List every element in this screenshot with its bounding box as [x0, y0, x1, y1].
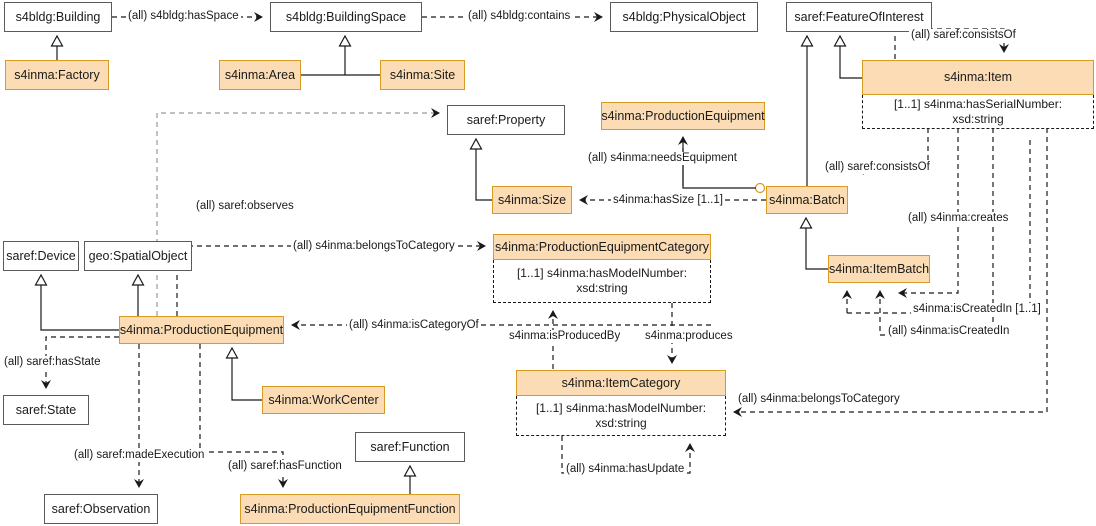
class-node-label: s4inma:ProductionEquipment	[601, 102, 765, 130]
edge-label-belongstocategory_pe: (all) s4inma:belongsToCategory	[291, 240, 457, 253]
class-node-label: saref:Property	[447, 105, 565, 135]
class-node-prodequip_top[interactable]: s4inma:ProductionEquipment	[601, 102, 765, 130]
class-node-label: s4inma:Factory	[5, 60, 109, 90]
edge-label-contains: (all) s4bldg:contains	[466, 10, 573, 23]
class-node-size[interactable]: s4inma:Size	[492, 186, 572, 214]
class-node-attribute: [1..1] s4inma:hasModelNumber: xsd:string	[516, 396, 726, 436]
class-node-label: saref:Function	[355, 432, 465, 462]
assoc-prodequip-observes-property	[156, 108, 440, 316]
class-node-spatialobject[interactable]: geo:SpatialObject	[84, 241, 192, 271]
class-node-property[interactable]: saref:Property	[447, 105, 565, 135]
edge-label-consistsof_batch: (all) saref:consistsOf	[823, 161, 932, 174]
edge-label-consistsof_item: (all) saref:consistsOf	[909, 29, 1018, 42]
batch-composition-diamond	[682, 148, 766, 194]
class-node-label: s4inma:Batch	[766, 186, 848, 214]
generalization-item-featureofinterest	[833, 34, 862, 79]
class-node-itembatch[interactable]: s4inma:ItemBatch	[828, 255, 930, 283]
edge-label-hasfunction: (all) saref:hasFunction	[226, 460, 344, 473]
class-node-attribute: [1..1] s4inma:hasSerialNumber: xsd:strin…	[862, 95, 1094, 129]
edge-label-iscreatedin_11: s4inma:isCreatedIn [1..1]	[911, 303, 1043, 316]
class-node-label: saref:Observation	[44, 494, 158, 524]
class-node-observation[interactable]: saref:Observation	[44, 494, 158, 524]
class-node-prodequip_main[interactable]: s4inma:ProductionEquipment	[119, 316, 284, 344]
class-node-label: s4bldg:BuildingSpace	[270, 2, 422, 32]
generalization-size-property	[469, 137, 492, 201]
class-node-label: s4inma:Site	[380, 60, 465, 90]
class-node-device[interactable]: saref:Device	[3, 241, 79, 271]
class-node-building[interactable]: s4bldg:Building	[4, 2, 112, 32]
class-node-label: s4bldg:PhysicalObject	[610, 2, 758, 32]
class-node-label: s4inma:ItemBatch	[828, 255, 930, 283]
class-node-factory[interactable]: s4inma:Factory	[5, 60, 109, 90]
class-node-featureofinterest[interactable]: saref:FeatureOfInterest	[786, 2, 932, 32]
class-node-buildingspace[interactable]: s4bldg:BuildingSpace	[270, 2, 422, 32]
class-node-label: s4bldg:Building	[4, 2, 112, 32]
class-node-label: s4inma:Area	[219, 60, 301, 90]
edge-label-hasstate: (all) saref:hasState	[2, 356, 103, 369]
class-node-itemcategory[interactable]: s4inma:ItemCategory[1..1] s4inma:hasMode…	[516, 370, 726, 436]
edge-label-iscreatedin_all: (all) s4inma:isCreatedIn	[886, 325, 1012, 338]
class-node-site[interactable]: s4inma:Site	[380, 60, 465, 90]
class-node-label: s4inma:ProductionEquipmentCategory	[493, 234, 711, 260]
assoc-item-belongstocategory-itemcategory	[733, 128, 1048, 417]
class-node-workcenter[interactable]: s4inma:WorkCenter	[262, 386, 385, 414]
edge-label-observes: (all) saref:observes	[194, 200, 296, 213]
edge-label-hasupdate: (all) s4inma:hasUpdate	[564, 463, 687, 476]
class-node-prodequipfunc[interactable]: s4inma:ProductionEquipmentFunction	[240, 494, 460, 524]
generalization-prodequip-device	[34, 273, 119, 331]
assoc-batch-creates-itembatch	[898, 128, 959, 298]
edge-label-hasspace: (all) s4bldg:hasSpace	[126, 10, 241, 23]
class-node-area[interactable]: s4inma:Area	[219, 60, 301, 90]
edge-label-needsequipment: (all) s4inma:needsEquipment	[586, 152, 739, 165]
class-node-label: saref:Device	[3, 241, 79, 271]
class-node-label: s4inma:ProductionEquipmentFunction	[240, 494, 460, 524]
edge-label-iscategoryof: (all) s4inma:isCategoryOf	[347, 319, 481, 332]
class-node-label: s4inma:ItemCategory	[516, 370, 726, 396]
assoc-prodequip-belongstocategory-prodequipcat	[176, 241, 486, 316]
class-node-batch[interactable]: s4inma:Batch	[766, 186, 848, 214]
edge-label-madeexecution: (all) saref:madeExecution	[72, 449, 207, 462]
class-node-label: saref:FeatureOfInterest	[786, 2, 932, 32]
class-node-label: s4inma:WorkCenter	[262, 386, 385, 414]
class-node-state[interactable]: saref:State	[3, 395, 89, 425]
class-node-item[interactable]: s4inma:Item[1..1] s4inma:hasSerialNumber…	[862, 60, 1094, 129]
edge-label-creates: (all) s4inma:creates	[906, 212, 1011, 225]
class-node-label: s4inma:ProductionEquipment	[119, 316, 284, 344]
class-node-label: saref:State	[3, 395, 89, 425]
edge-label-isproducedby: s4inma:isProducedBy	[507, 330, 623, 343]
edge-label-produces: s4inma:produces	[643, 330, 735, 343]
class-node-function[interactable]: saref:Function	[355, 432, 465, 462]
generalization-workcenter-prodequip	[225, 346, 262, 401]
class-node-physicalobject[interactable]: s4bldg:PhysicalObject	[610, 2, 758, 32]
assoc-prodequip-hasstate-state	[41, 336, 119, 389]
generalization-itembatch-batch	[799, 216, 828, 270]
edge-label-hassize: s4inma:hasSize [1..1]	[611, 194, 725, 207]
edge-label-belongstocategory_item: (all) s4inma:belongsToCategory	[736, 393, 902, 406]
class-node-label: geo:SpatialObject	[84, 241, 192, 271]
class-node-label: s4inma:Size	[492, 186, 572, 214]
class-node-prodequipcat[interactable]: s4inma:ProductionEquipmentCategory[1..1]…	[493, 234, 711, 303]
class-node-attribute: [1..1] s4inma:hasModelNumber: xsd:string	[493, 260, 711, 303]
class-node-label: s4inma:Item	[862, 60, 1094, 95]
